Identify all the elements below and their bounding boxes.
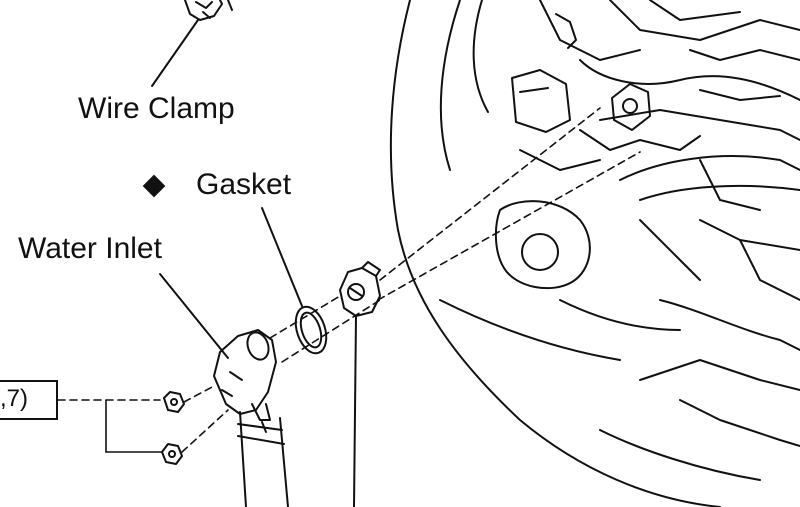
torque-spec-value: ,7)	[0, 385, 29, 412]
nut-lower	[161, 443, 183, 465]
thermostat-leader	[353, 315, 357, 507]
wire-clamp-part	[184, 0, 233, 21]
nut-upper	[163, 391, 185, 413]
wire-clamp-leader	[151, 19, 199, 87]
water-inlet-part	[213, 329, 277, 415]
water-inlet-label: Water Inlet	[18, 232, 162, 265]
hose-part	[237, 403, 289, 507]
gasket-label: Gasket	[196, 168, 292, 201]
gasket-part	[294, 305, 328, 355]
engine-block	[389, 0, 800, 507]
gasket-leader	[261, 207, 303, 307]
wire-clamp-label: Wire Clamp	[78, 92, 235, 125]
torque-bracket	[105, 399, 163, 453]
water-inlet-leader	[159, 273, 229, 359]
thermostat-part	[339, 261, 381, 317]
alignment-dashed-lines	[57, 107, 641, 453]
torque-spec-box: ,7)	[0, 380, 58, 420]
